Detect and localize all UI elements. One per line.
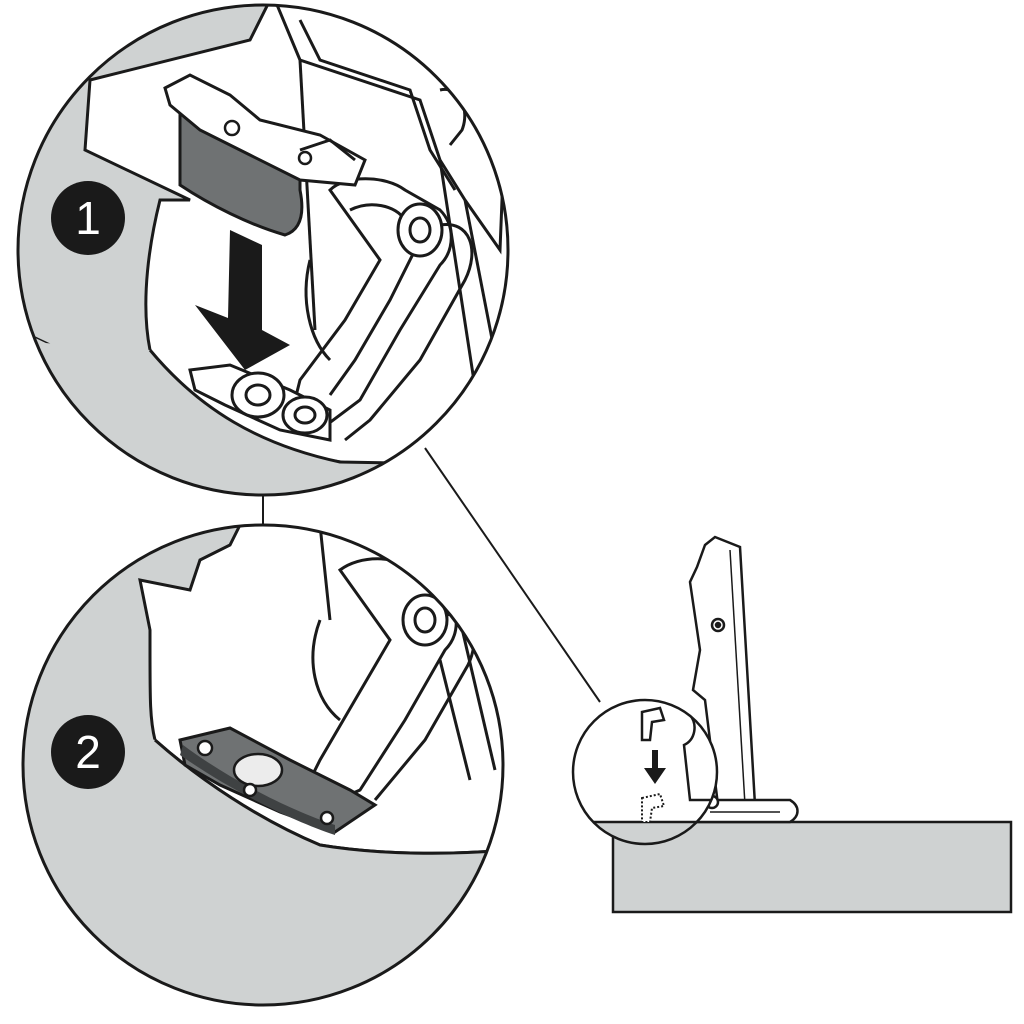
detail-circle-step-1 bbox=[16, 3, 510, 497]
hinge-arm-top bbox=[288, 177, 474, 442]
callout-connector-lines bbox=[262, 447, 601, 703]
cabinet-panel bbox=[611, 820, 1013, 914]
detail-circle-step-2 bbox=[21, 523, 505, 1007]
step-number-2-badge: 2 bbox=[51, 715, 125, 789]
hinge-frame-bottom bbox=[318, 525, 497, 781]
overview-hinge-on-panel bbox=[571, 535, 1013, 914]
step-number-1-badge: 1 bbox=[51, 181, 125, 255]
small-arrow-icon bbox=[644, 750, 666, 784]
step-number-2: 2 bbox=[75, 726, 101, 778]
hinge-base-pivot-top bbox=[188, 363, 332, 442]
overview-hinge-upright bbox=[688, 535, 799, 824]
insert-arrow-icon bbox=[195, 230, 290, 370]
cover-cap-installed bbox=[178, 726, 378, 835]
step-number-1: 1 bbox=[75, 192, 101, 244]
cover-cap-top bbox=[163, 73, 367, 237]
